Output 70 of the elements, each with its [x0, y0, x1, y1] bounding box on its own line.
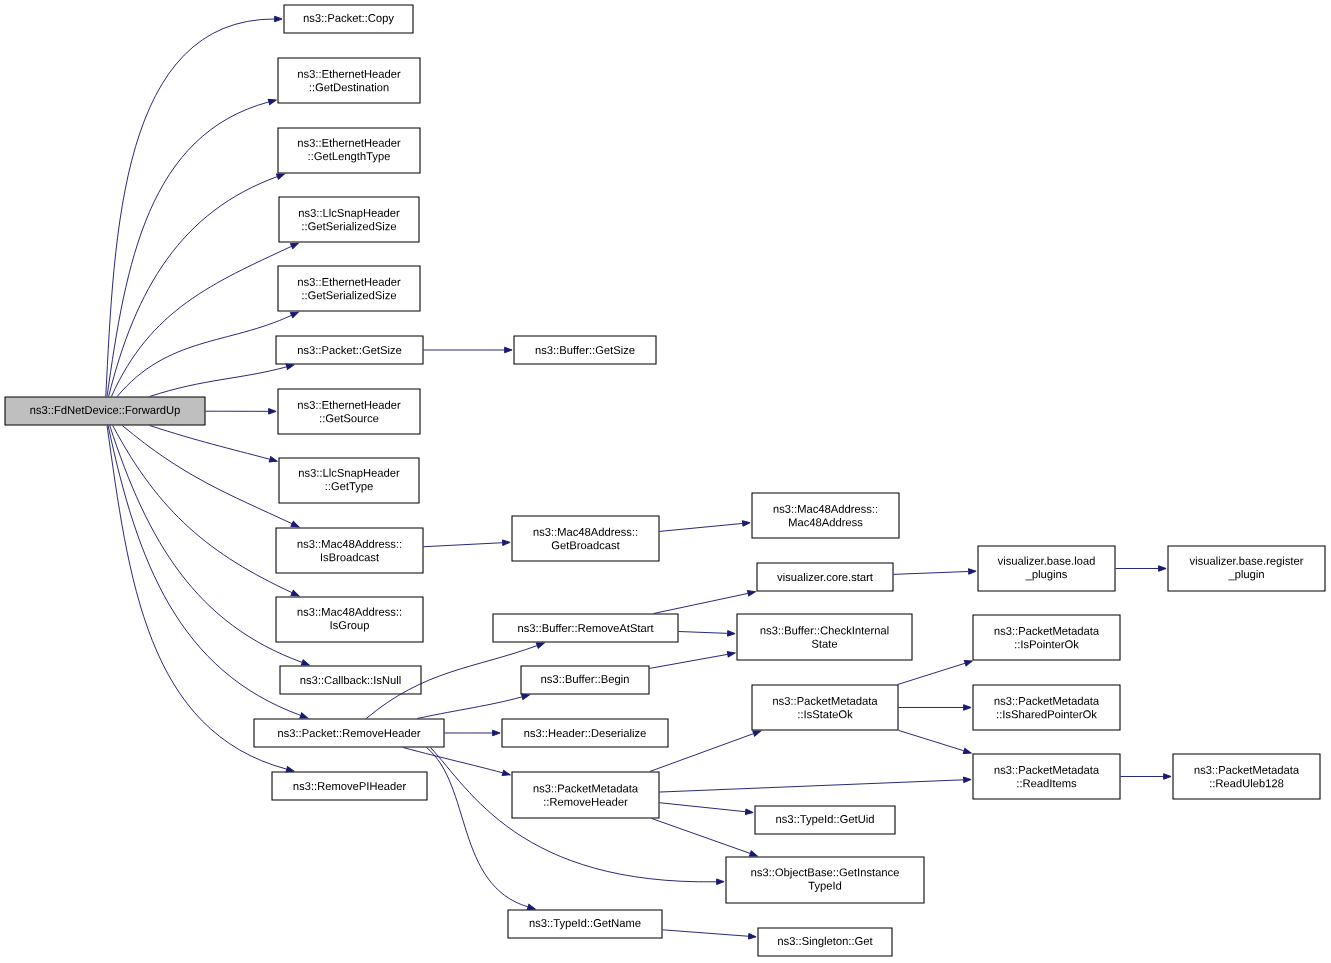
- arrow: [426, 747, 536, 911]
- function-box: ns3::Packet::GetSize: [275, 335, 424, 365]
- arrow: [430, 747, 725, 886]
- arrow: [149, 363, 295, 397]
- arrow: [149, 425, 278, 463]
- arrow: [649, 730, 762, 772]
- arrow: [108, 173, 285, 397]
- function-box: ns3::PacketMetadata ::IsPointerOk: [972, 614, 1121, 661]
- arrow: [112, 425, 300, 597]
- function-box: ns3::Singleton::Get: [757, 927, 893, 957]
- arrow: [416, 693, 530, 719]
- arrow: [423, 539, 511, 548]
- arrow: [659, 776, 972, 793]
- arrow: [105, 15, 283, 397]
- function-box: ns3::PacketMetadata ::IsSharedPointerOk: [972, 684, 1121, 731]
- function-box: ns3::PacketMetadata ::IsStateOk: [751, 684, 899, 731]
- arrow: [649, 651, 736, 669]
- function-box: ns3::Mac48Address:: GetBroadcast: [511, 515, 660, 562]
- arrow: [444, 729, 501, 737]
- function-box: ns3::ObjectBase::GetInstance TypeId: [725, 856, 925, 904]
- function-box: ns3::EthernetHeader ::GetLengthType: [277, 127, 421, 174]
- function-box: ns3::LlcSnapHeader ::GetSerializedSize: [278, 196, 420, 243]
- arrow: [109, 425, 310, 666]
- arrow: [423, 346, 513, 354]
- function-box: ns3::Mac48Address:: IsBroadcast: [275, 527, 424, 574]
- arrow: [659, 520, 751, 532]
- arrow: [898, 704, 972, 711]
- arrow: [897, 660, 973, 685]
- arrow: [116, 311, 299, 397]
- arrow: [402, 747, 511, 777]
- arrow: [1115, 565, 1167, 572]
- function-box: ns3::EthernetHeader ::GetDestination: [277, 57, 421, 104]
- function-box: ns3::TypeId::GetName: [507, 909, 663, 939]
- function-box: ns3::RemovePIHeader: [271, 771, 428, 801]
- function-box: ns3::Packet::Copy: [283, 4, 414, 34]
- function-box: ns3::EthernetHeader ::GetSource: [277, 388, 421, 435]
- function-box: ns3::Buffer::RemoveAtStart: [492, 613, 679, 643]
- arrow: [111, 242, 299, 397]
- function-box: ns3::Buffer::Begin: [520, 665, 650, 695]
- arrow: [651, 818, 758, 857]
- function-box: ns3::EthernetHeader ::GetSerializedSize: [277, 265, 421, 312]
- arrow: [107, 425, 309, 719]
- function-box: ns3::PacketMetadata ::ReadItems: [972, 753, 1121, 800]
- function-box: ns3::Buffer::CheckInternal State: [736, 613, 913, 661]
- arrow: [205, 408, 277, 415]
- arrow: [121, 425, 300, 528]
- arrow: [898, 729, 972, 754]
- arrow: [106, 425, 295, 773]
- function-box: ns3::PacketMetadata ::ReadUleb128: [1172, 753, 1321, 800]
- function-box: ns3::LlcSnapHeader ::GetType: [278, 457, 420, 504]
- function-box: ns3::Callback::IsNull: [279, 665, 422, 695]
- function-box: ns3::Mac48Address:: IsGroup: [275, 596, 424, 643]
- arrow: [106, 98, 277, 397]
- function-box: ns3::Buffer::GetSize: [513, 335, 657, 365]
- arrow: [1120, 773, 1172, 780]
- arrow: [659, 802, 754, 815]
- arrow: [678, 630, 736, 637]
- arrow: [893, 568, 977, 575]
- arrow: [653, 590, 756, 614]
- function-box: visualizer.base.register _plugin: [1167, 545, 1326, 592]
- function-box: ns3::Mac48Address:: Mac48Address: [751, 492, 900, 539]
- function-box: visualizer.base.load _plugins: [977, 545, 1116, 592]
- function-box: ns3::FdNetDevice::ForwardUp: [4, 396, 206, 426]
- arrow: [662, 929, 757, 940]
- function-box: ns3::PacketMetadata ::RemoveHeader: [511, 771, 660, 819]
- function-box: visualizer.core.start: [756, 562, 894, 592]
- function-box: ns3::Packet::RemoveHeader: [253, 718, 445, 748]
- function-box: ns3::Header::Deserialize: [501, 718, 669, 748]
- function-box: ns3::TypeId::GetUid: [754, 805, 896, 835]
- arrow: [365, 642, 545, 719]
